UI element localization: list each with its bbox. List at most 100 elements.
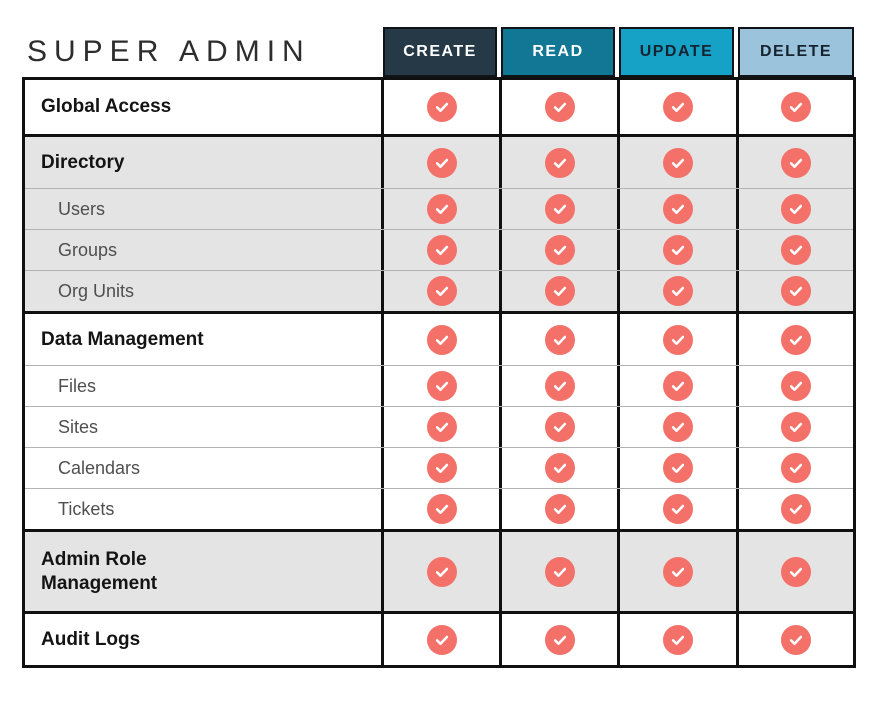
check-cell-read (499, 532, 617, 611)
check-cell-delete (736, 137, 853, 188)
table-row: Tickets (25, 488, 853, 529)
page-title: SUPER ADMIN (27, 35, 311, 68)
check-cell-read (499, 189, 617, 229)
table-row: Data Management (25, 311, 853, 365)
check-icon (426, 453, 457, 483)
check-icon (426, 235, 457, 265)
column-header-delete: DELETE (738, 27, 854, 77)
check-cell-update (617, 137, 736, 188)
check-cell-delete (736, 532, 853, 611)
table-row: Groups (25, 229, 853, 270)
check-icon (426, 147, 457, 178)
check-icon (663, 624, 693, 655)
check-cell-delete (736, 189, 853, 229)
row-label: Data Management (41, 328, 204, 350)
check-cell-delete (736, 314, 853, 365)
check-cell-create (381, 189, 499, 229)
row-label: Org Units (58, 280, 135, 301)
table-row: Users (25, 188, 853, 229)
table-row: Audit Logs (25, 611, 853, 665)
check-cell-update (617, 271, 736, 311)
title-cell: SUPER ADMIN (22, 27, 381, 77)
check-cell-read (499, 137, 617, 188)
check-cell-update (617, 80, 736, 134)
check-cell-read (499, 407, 617, 447)
check-icon (781, 147, 811, 178)
check-icon (426, 324, 457, 355)
check-icon (426, 92, 457, 122)
row-label: Audit Logs (41, 628, 141, 650)
table-row: Directory (25, 134, 853, 188)
check-icon (663, 371, 693, 401)
check-cell-update (617, 230, 736, 270)
check-icon (663, 194, 693, 224)
check-icon (663, 412, 693, 442)
check-icon (544, 194, 575, 224)
check-cell-read (499, 448, 617, 488)
check-icon (781, 453, 811, 483)
check-cell-create (381, 314, 499, 365)
check-cell-create (381, 489, 499, 529)
check-icon (781, 412, 811, 442)
check-icon (663, 235, 693, 265)
check-cell-delete (736, 407, 853, 447)
check-cell-create (381, 366, 499, 406)
check-icon (781, 194, 811, 224)
row-label: Users (58, 198, 106, 219)
check-icon (663, 324, 693, 355)
check-icon (426, 494, 457, 524)
check-icon (544, 494, 575, 524)
check-icon (663, 276, 693, 306)
check-icon (426, 624, 457, 655)
check-cell-update (617, 614, 736, 665)
check-icon (663, 453, 693, 483)
check-icon (781, 324, 811, 355)
check-cell-create (381, 448, 499, 488)
check-icon (663, 92, 693, 122)
check-cell-create (381, 532, 499, 611)
row-label: Files (58, 375, 97, 396)
check-icon (544, 92, 575, 122)
check-icon (544, 276, 575, 306)
check-icon (426, 556, 457, 587)
check-icon (544, 147, 575, 178)
check-cell-create (381, 407, 499, 447)
column-header-read: READ (501, 27, 615, 77)
check-icon (544, 324, 575, 355)
check-cell-read (499, 366, 617, 406)
check-icon (663, 556, 693, 587)
check-icon (781, 371, 811, 401)
column-header-update: UPDATE (619, 27, 734, 77)
check-cell-create (381, 271, 499, 311)
check-cell-update (617, 489, 736, 529)
table-row: Org Units (25, 270, 853, 311)
check-cell-update (617, 532, 736, 611)
row-label: Calendars (58, 457, 141, 478)
check-cell-read (499, 80, 617, 134)
check-icon (781, 494, 811, 524)
check-icon (426, 194, 457, 224)
check-icon (544, 453, 575, 483)
check-icon (426, 276, 457, 306)
check-cell-read (499, 230, 617, 270)
table-row: Calendars (25, 447, 853, 488)
check-cell-update (617, 314, 736, 365)
check-icon (544, 412, 575, 442)
row-label: Sites (58, 416, 99, 437)
check-icon (544, 371, 575, 401)
check-cell-delete (736, 614, 853, 665)
check-cell-update (617, 366, 736, 406)
check-cell-delete (736, 366, 853, 406)
row-label: Global Access (41, 96, 172, 118)
table-row: Admin Role Management (25, 529, 853, 611)
row-label: Admin Role Management (41, 548, 158, 594)
table-row: Files (25, 365, 853, 406)
check-cell-update (617, 407, 736, 447)
check-cell-delete (736, 80, 853, 134)
row-label: Directory (41, 151, 125, 173)
table-row: Sites (25, 406, 853, 447)
check-cell-read (499, 489, 617, 529)
